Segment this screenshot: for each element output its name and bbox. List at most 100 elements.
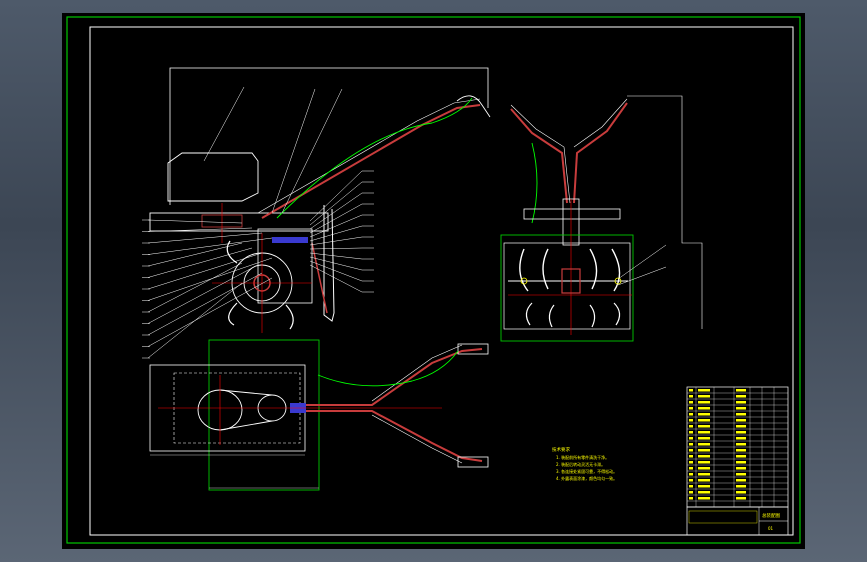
bom-cell-mark [698, 419, 710, 422]
top-view [149, 339, 489, 491]
bom-cell-mark [736, 491, 746, 494]
leader-line-right [309, 252, 363, 260]
bom-cell-mark [736, 449, 746, 452]
top-handle-lower [306, 410, 483, 462]
bom-cell-mark [689, 491, 693, 494]
front-handle-left [510, 108, 568, 204]
leader-line-right [309, 170, 363, 222]
bom-cell-mark [736, 425, 746, 428]
leader-lines-right [309, 170, 374, 293]
leader-line-left [147, 277, 273, 347]
notes-line-3: 3. 各连接处紧固可靠，不得松动。 [556, 468, 617, 474]
front-handle-outline [510, 98, 628, 204]
hatch-strip [272, 237, 308, 243]
leader-line-right [309, 260, 363, 282]
leader-top-3 [281, 88, 343, 214]
leader-line-right [309, 264, 363, 293]
bom-cell-mark [736, 413, 746, 416]
bom-cell-mark [698, 431, 710, 434]
leader-line-left [147, 219, 243, 224]
title-block: 总装配图 01 [686, 506, 789, 536]
bom-cell-mark [689, 425, 693, 428]
bom-cell-mark [689, 485, 693, 488]
bom-cell-mark [736, 401, 746, 404]
leader-line-right [309, 256, 363, 271]
bom-cell-mark [736, 443, 746, 446]
notes-line-1: 1. 装配前所有零件清洗干净。 [556, 454, 609, 460]
bom-cell-mark [736, 389, 746, 392]
depth-bar [323, 205, 335, 322]
engine-block [167, 152, 259, 202]
front-hub [561, 268, 581, 294]
leader-line-right [309, 236, 363, 246]
front-handle-right [573, 102, 628, 204]
tine-3 [285, 304, 294, 330]
bom-cell-mark [736, 407, 746, 410]
leader-line-left [147, 272, 263, 336]
inner-border [89, 26, 794, 536]
leader-line-left [147, 232, 263, 244]
front-view [500, 95, 703, 342]
front-tine-3 [589, 248, 598, 290]
outer-border [66, 16, 801, 544]
bom-cell-mark [698, 425, 710, 428]
side-cable [276, 97, 473, 219]
bom-cell-mark [698, 455, 710, 458]
leader-line-right [309, 181, 363, 226]
parts-list-table [686, 386, 789, 508]
tine-2 [228, 302, 238, 326]
bom-cell-mark [736, 473, 746, 476]
bom-cell-mark [698, 401, 710, 404]
front-tine-4 [611, 248, 621, 292]
bom-cell-mark [736, 431, 746, 434]
side-handle-outline [257, 98, 481, 214]
bom-cell-mark [698, 395, 710, 398]
leader-top-2 [271, 88, 316, 214]
front-plate [523, 208, 621, 220]
bom-cell-mark [689, 389, 693, 392]
technical-notes: 技术要求 1. 装配前所有零件清洗干净。 2. 装配后转动灵活无卡滞。 3. 各… [552, 446, 617, 481]
engine-cover-outline [169, 67, 489, 205]
leader-line-left [147, 267, 253, 324]
bom-cell-mark [689, 395, 693, 398]
bom-cell-mark [689, 407, 693, 410]
front-bolt-2 [614, 277, 622, 285]
top-handle-outline [371, 344, 463, 464]
front-tine-5 [525, 302, 621, 328]
depth-bar-2 [311, 242, 328, 314]
leader-line-right [309, 247, 363, 250]
bom-cell-mark [698, 413, 710, 416]
handle-grip [456, 95, 491, 118]
top-grip-lower [457, 456, 489, 468]
bom-cell-mark [689, 449, 693, 452]
leader-line-left [147, 242, 243, 267]
bom-rows [687, 392, 788, 502]
leader-line-left [147, 237, 273, 255]
bom-cell-mark [698, 479, 710, 482]
bom-cell-mark [736, 479, 746, 482]
bom-cell-mark [736, 485, 746, 488]
front-leader-1 [617, 244, 667, 280]
leader-lines-left [142, 219, 273, 359]
bom-cell-mark [689, 419, 693, 422]
drawing-canvas: 技术要求 1. 装配前所有零件清洗干净。 2. 装配后转动灵活无卡滞。 3. 各… [62, 13, 805, 549]
bom-cell-mark [689, 479, 693, 482]
bom-cell-mark [698, 449, 710, 452]
front-cable [531, 142, 538, 224]
leader-line-right [309, 203, 363, 234]
title-name: 总装配图 [762, 512, 780, 519]
bom-cell-mark [698, 437, 710, 440]
bom-cell-mark [698, 443, 710, 446]
belt [219, 389, 273, 431]
bom-cell-mark [736, 461, 746, 464]
front-tine-2 [542, 248, 549, 290]
leader-top-1 [203, 86, 245, 162]
tine-1 [226, 240, 238, 264]
bom-cell-mark [698, 485, 710, 488]
bom-cell-mark [698, 461, 710, 464]
front-rotor-box-inner [503, 242, 631, 330]
top-cable [317, 350, 459, 387]
leader-line-right [309, 192, 363, 230]
top-outline-green [208, 339, 320, 491]
notes-line-4: 4. 外露表面涂漆，颜色均匀一致。 [556, 475, 617, 481]
